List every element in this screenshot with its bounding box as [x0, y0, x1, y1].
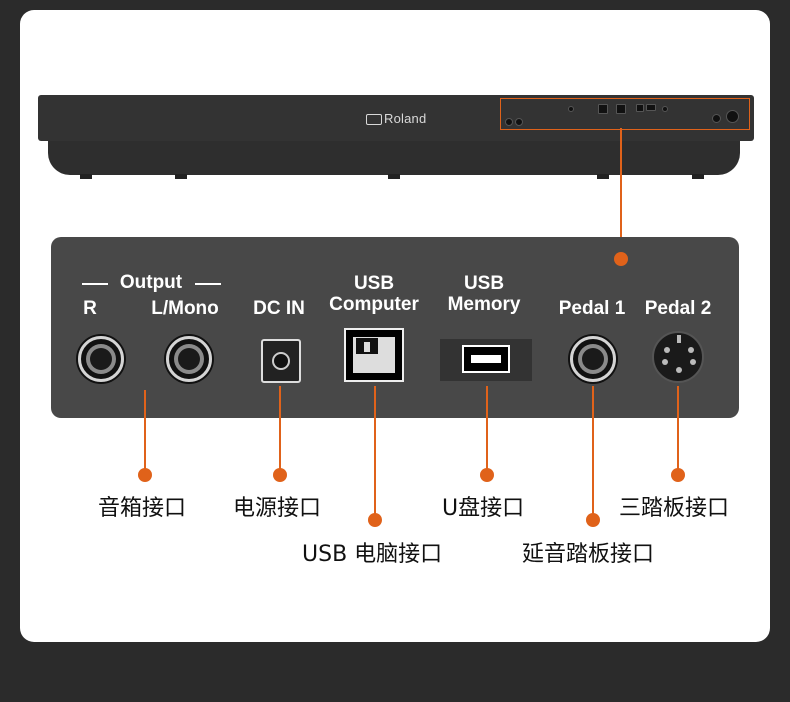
piano-foot	[388, 174, 400, 179]
mini-jack-icon	[662, 106, 668, 112]
piano-body	[48, 139, 740, 175]
leader-dot	[614, 252, 628, 266]
output-l-mono-jack-icon	[166, 336, 212, 382]
caption-usb-computer-port: USB 电脑接口	[302, 542, 443, 567]
connector-panel	[51, 237, 739, 418]
output-group-label: Output	[119, 272, 183, 293]
caption-power-port: 电源接口	[233, 496, 322, 521]
leader-dot	[273, 468, 287, 482]
pedal1-jack-icon	[570, 336, 616, 382]
piano-foot	[175, 174, 187, 179]
leader-line	[279, 386, 281, 476]
piano-foot	[692, 174, 704, 179]
mini-jack-icon	[505, 118, 513, 126]
usb-a-port-icon	[462, 345, 510, 373]
mini-port-icon	[636, 104, 644, 112]
port-label-r: R	[83, 298, 97, 319]
dc-in-port-icon	[261, 339, 301, 383]
caption-speaker-port: 音箱接口	[98, 496, 187, 521]
leader-dot	[671, 468, 685, 482]
mini-port-icon	[598, 104, 608, 114]
port-label-dc-in: DC IN	[253, 298, 305, 319]
piano-rear-panel	[38, 95, 754, 141]
usb-b-port-icon	[344, 328, 404, 382]
leader-line	[144, 390, 146, 476]
caption-damper-pedal-port: 延音踏板接口	[522, 542, 655, 567]
leader-dot	[480, 468, 494, 482]
mini-port-icon	[616, 104, 626, 114]
leader-line	[374, 386, 376, 521]
caption-usb-memory-port: U盘接口	[442, 496, 525, 521]
mini-jack-icon	[568, 106, 574, 112]
leader-dot	[368, 513, 382, 527]
leader-line	[592, 386, 594, 521]
port-label-pedal1: Pedal 1	[558, 298, 626, 319]
port-label-usb-computer-line1: USB	[353, 273, 395, 294]
caption-three-pedal-port: 三踏板接口	[619, 496, 730, 521]
leader-line	[677, 386, 679, 476]
leader-dot	[138, 468, 152, 482]
leader-line	[620, 128, 622, 258]
mini-jack-icon	[712, 114, 721, 123]
piano-foot	[597, 174, 609, 179]
leader-dot	[586, 513, 600, 527]
port-label-usb-memory-line2: Memory	[447, 294, 521, 315]
output-bracket-left	[82, 283, 108, 285]
port-label-usb-computer-line2: Computer	[329, 294, 419, 315]
roland-logo: Roland	[366, 111, 426, 126]
connector-highlight-box	[500, 98, 750, 130]
pedal2-din-port-icon	[652, 331, 704, 383]
piano-foot	[80, 174, 92, 179]
mini-port-icon	[646, 104, 656, 111]
port-label-usb-memory-line1: USB	[463, 273, 505, 294]
port-label-pedal2: Pedal 2	[644, 298, 712, 319]
output-r-jack-icon	[78, 336, 124, 382]
output-bracket-right	[195, 283, 221, 285]
port-label-l-mono: L/Mono	[151, 298, 219, 319]
mini-jack-icon	[515, 118, 523, 126]
leader-line	[486, 386, 488, 476]
mini-din-icon	[726, 110, 739, 123]
